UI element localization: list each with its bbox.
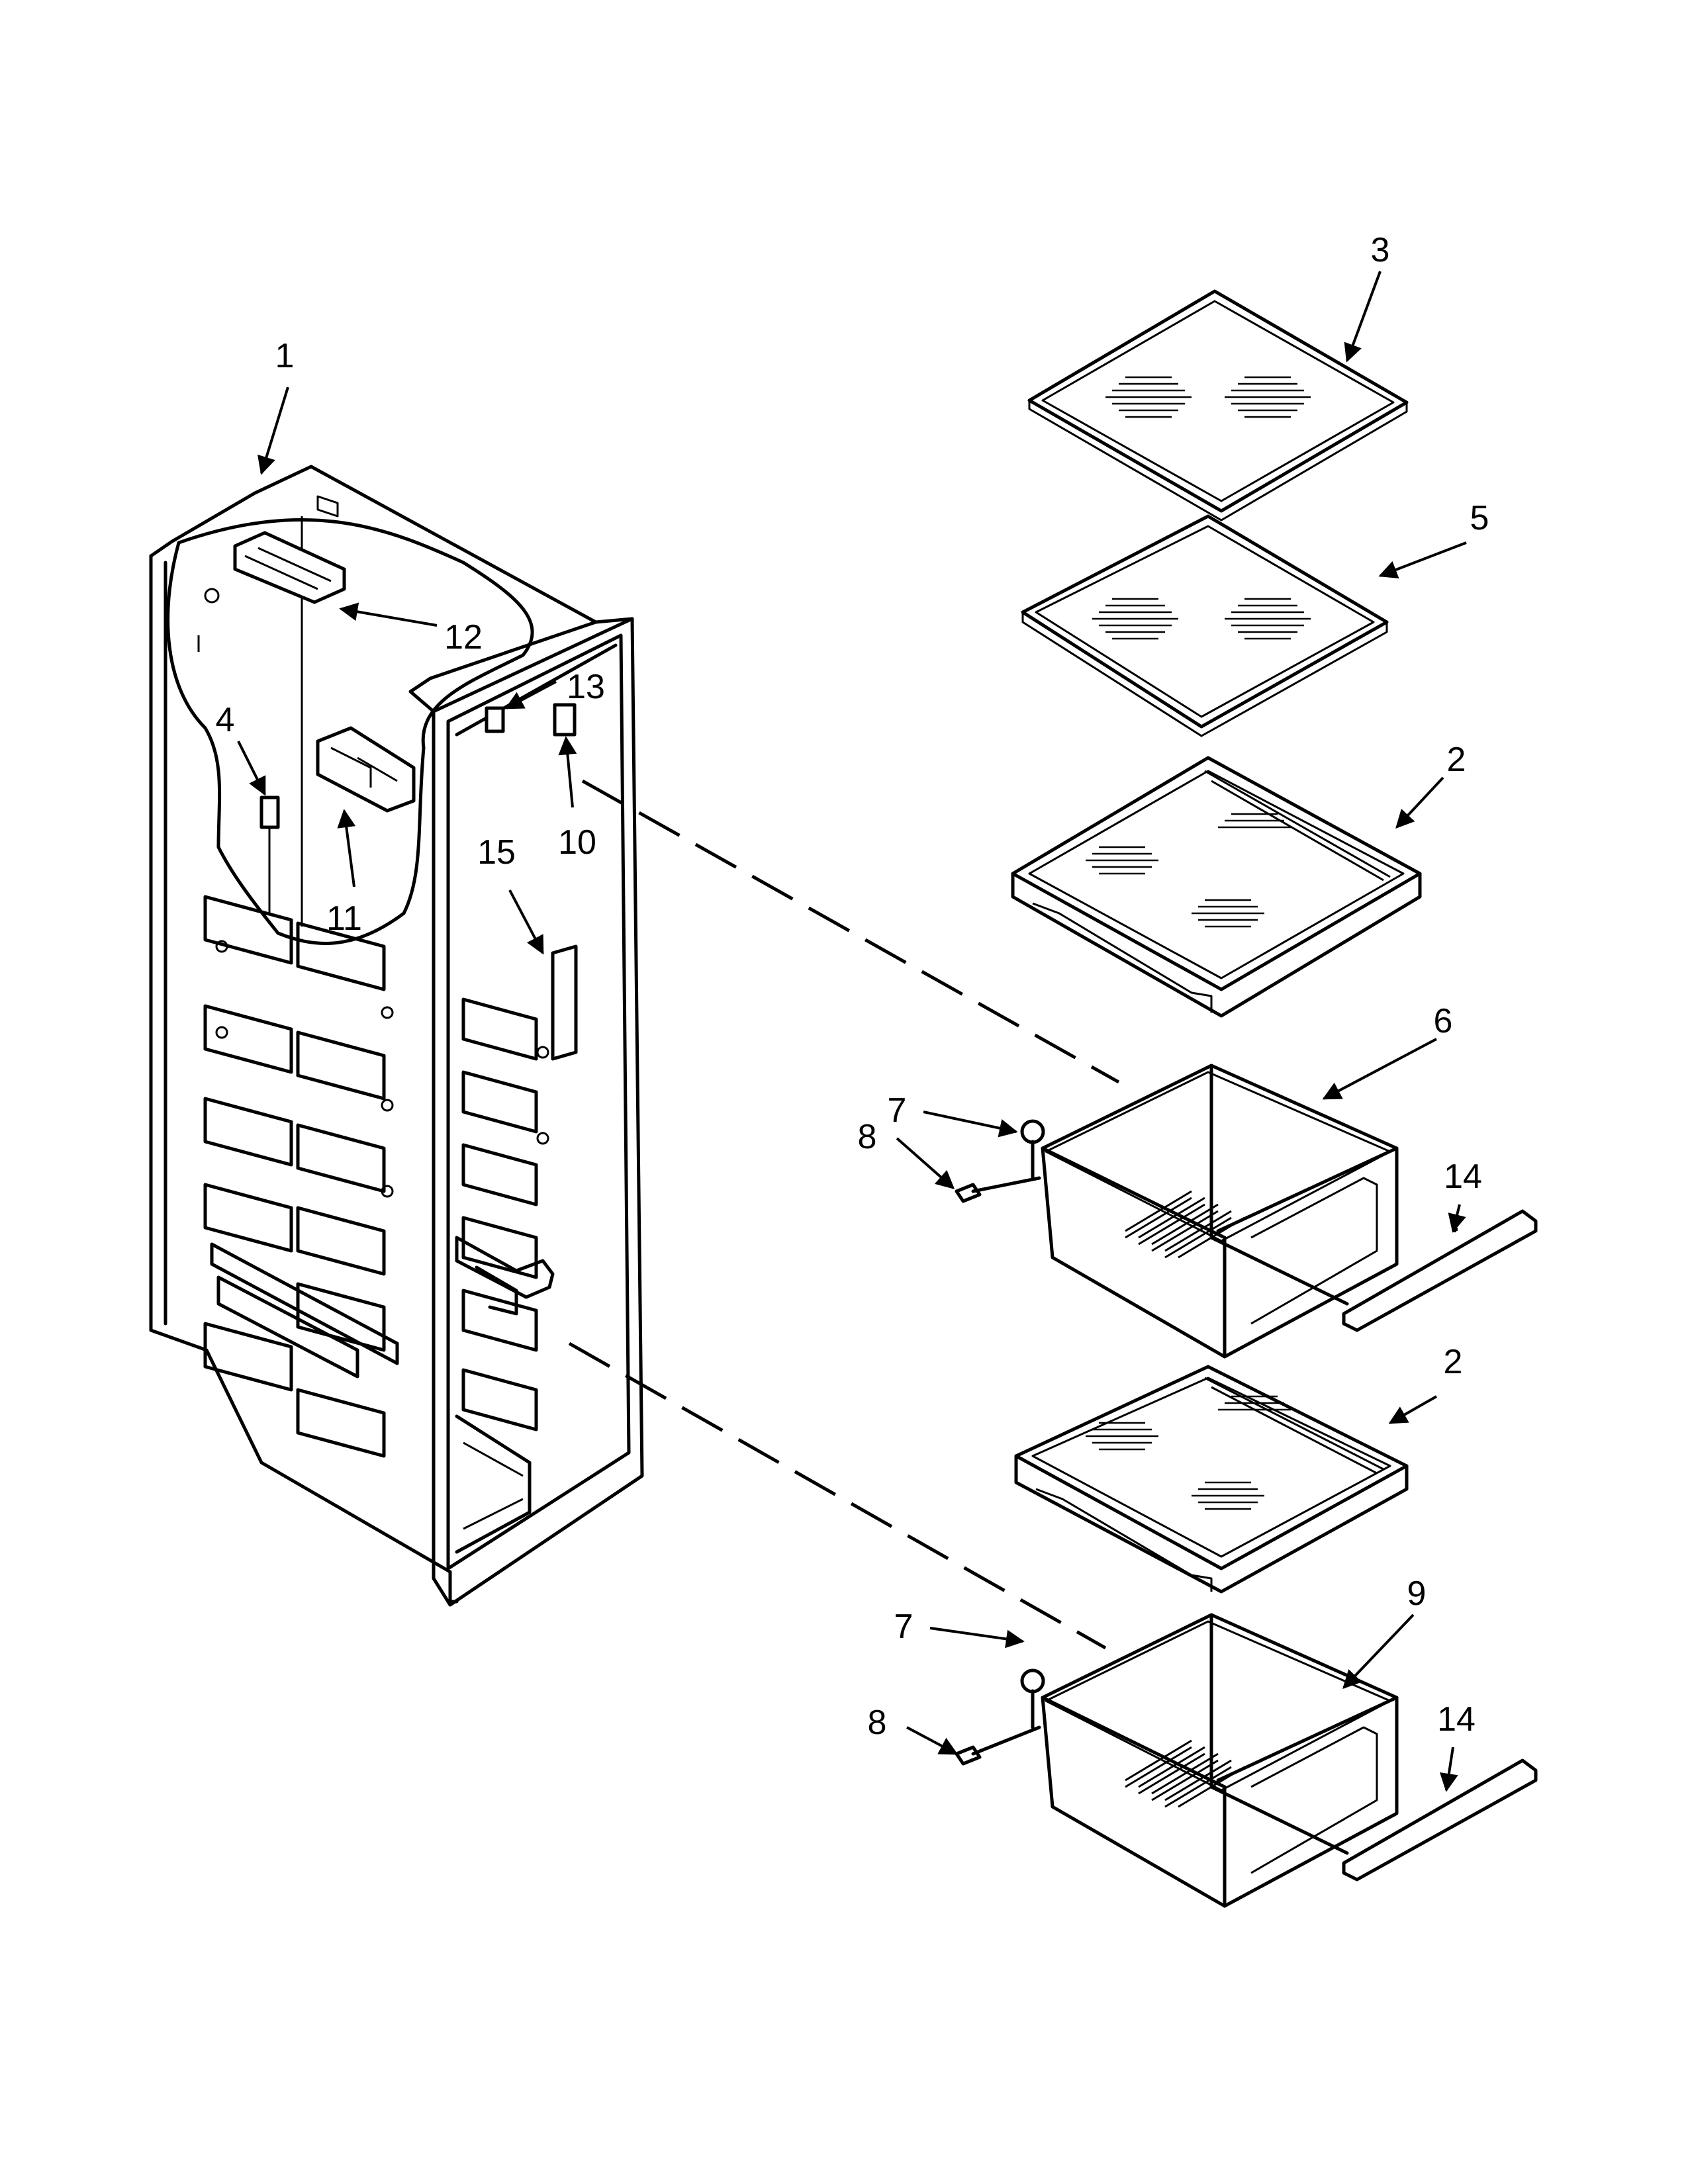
callout-8-lower: 8 bbox=[868, 1704, 887, 1742]
callout-13: 13 bbox=[567, 668, 605, 706]
framed-shelf-upper bbox=[1011, 756, 1422, 1018]
callout-3: 3 bbox=[1371, 231, 1390, 269]
callout-15: 15 bbox=[477, 833, 516, 872]
crisper-drawer-9 bbox=[955, 1613, 1399, 1908]
callout-9: 9 bbox=[1407, 1574, 1427, 1613]
callout-1: 1 bbox=[275, 337, 295, 375]
framed-shelf-lower bbox=[1014, 1365, 1409, 1594]
callout-7-upper: 7 bbox=[888, 1091, 907, 1130]
callout-7-lower: 7 bbox=[894, 1608, 914, 1646]
callout-2-upper: 2 bbox=[1447, 741, 1466, 779]
callout-labels: 1 2 2 3 4 5 6 7 7 8 8 9 10 11 12 13 14 1… bbox=[216, 231, 1489, 1742]
callout-10: 10 bbox=[558, 823, 596, 862]
callout-8-upper: 8 bbox=[858, 1118, 877, 1156]
glass-shelf-3 bbox=[1027, 289, 1409, 522]
crisper-drawer-6 bbox=[955, 1064, 1399, 1359]
callout-5: 5 bbox=[1470, 499, 1489, 537]
callout-6: 6 bbox=[1434, 1002, 1453, 1040]
glass-shelf-5 bbox=[1021, 514, 1389, 737]
callout-2-lower: 2 bbox=[1444, 1343, 1463, 1381]
leader-arrows bbox=[237, 271, 1467, 1792]
refrigerator-liner bbox=[149, 465, 644, 1607]
callout-14-upper: 14 bbox=[1444, 1158, 1482, 1196]
callout-11: 11 bbox=[326, 899, 362, 938]
slide-rails bbox=[1342, 1209, 1538, 1882]
callout-12: 12 bbox=[444, 618, 483, 657]
alignment-lines bbox=[568, 779, 1349, 1855]
callout-4: 4 bbox=[216, 701, 235, 739]
callout-14-lower: 14 bbox=[1437, 1700, 1476, 1739]
